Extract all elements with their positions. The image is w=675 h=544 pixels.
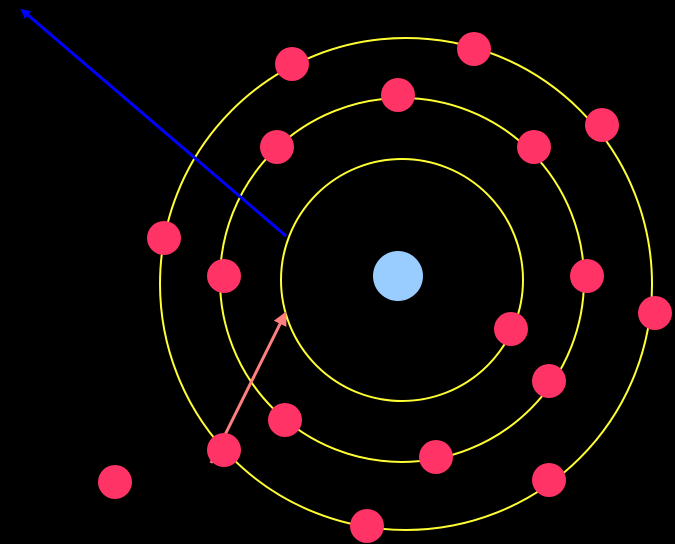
inner-electron: [494, 312, 528, 346]
middle-electron: [260, 130, 294, 164]
middle-electron: [268, 403, 302, 437]
outer-electron: [207, 433, 241, 467]
middle-electron: [532, 364, 566, 398]
free-electron: [98, 465, 132, 499]
nucleus: [373, 251, 423, 301]
outer-electron: [275, 47, 309, 81]
outer-electron: [532, 463, 566, 497]
outer-electron: [350, 509, 384, 543]
middle-electron: [570, 259, 604, 293]
middle-electron: [517, 130, 551, 164]
outer-electron: [457, 32, 491, 66]
middle-electron: [381, 78, 415, 112]
middle-electron: [419, 440, 453, 474]
outer-electron: [585, 108, 619, 142]
outer-electron: [147, 221, 181, 255]
outer-electron: [638, 296, 672, 330]
middle-electron: [207, 259, 241, 293]
